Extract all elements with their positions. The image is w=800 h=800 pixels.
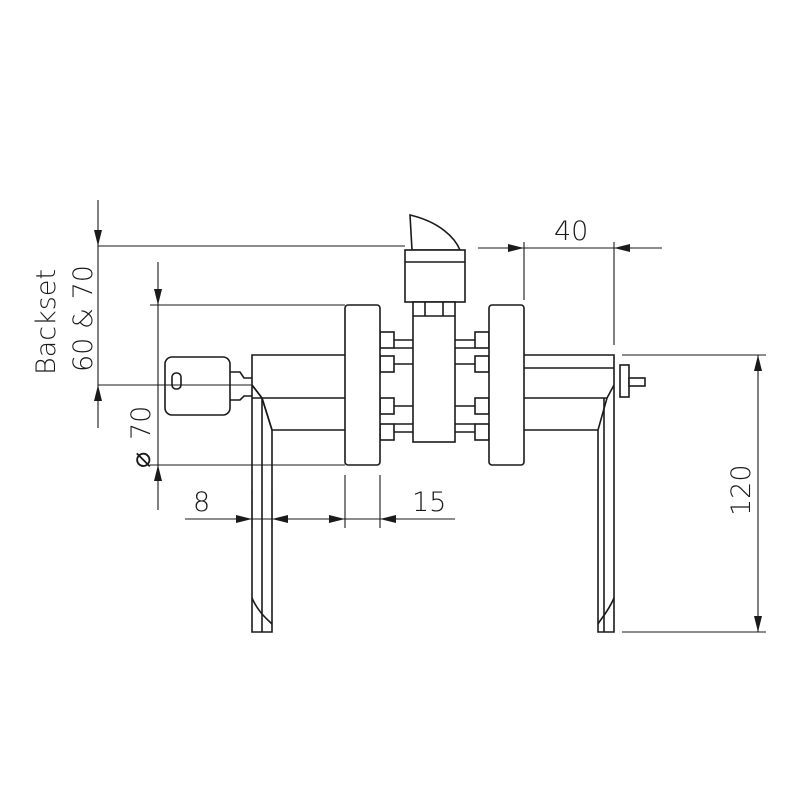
lever-depth-label: 8: [193, 487, 210, 518]
lever-right: [524, 354, 615, 633]
diameter-value: 70: [126, 406, 157, 440]
key-icon: [164, 356, 252, 416]
lever-projection-label: 40: [554, 216, 588, 247]
dimension-lever-depth-and-rose: 8 15: [185, 475, 455, 528]
lever-left: [251, 354, 345, 633]
latch-bolt-icon: [404, 213, 466, 303]
screw-posts-left: [379, 331, 413, 441]
backset-label: Backset: [31, 269, 62, 375]
lever-length-label: 120: [726, 464, 757, 516]
dimension-lever-projection: 40: [478, 216, 662, 345]
dimension-rose-diameter: ⌀ 70: [126, 262, 345, 510]
diameter-symbol: ⌀: [126, 452, 157, 468]
backset-value: 60 & 70: [68, 265, 99, 372]
rose-plate-right: [488, 304, 525, 466]
rose-plate-left: [344, 304, 381, 466]
spindle-body: [412, 301, 456, 443]
spindle-stub: [619, 364, 646, 398]
rose-thickness-label: 15: [412, 487, 446, 518]
dimension-lever-length: 120: [622, 354, 766, 633]
screw-posts-right: [455, 331, 490, 441]
dimension-backset: Backset 60 & 70: [31, 200, 405, 428]
